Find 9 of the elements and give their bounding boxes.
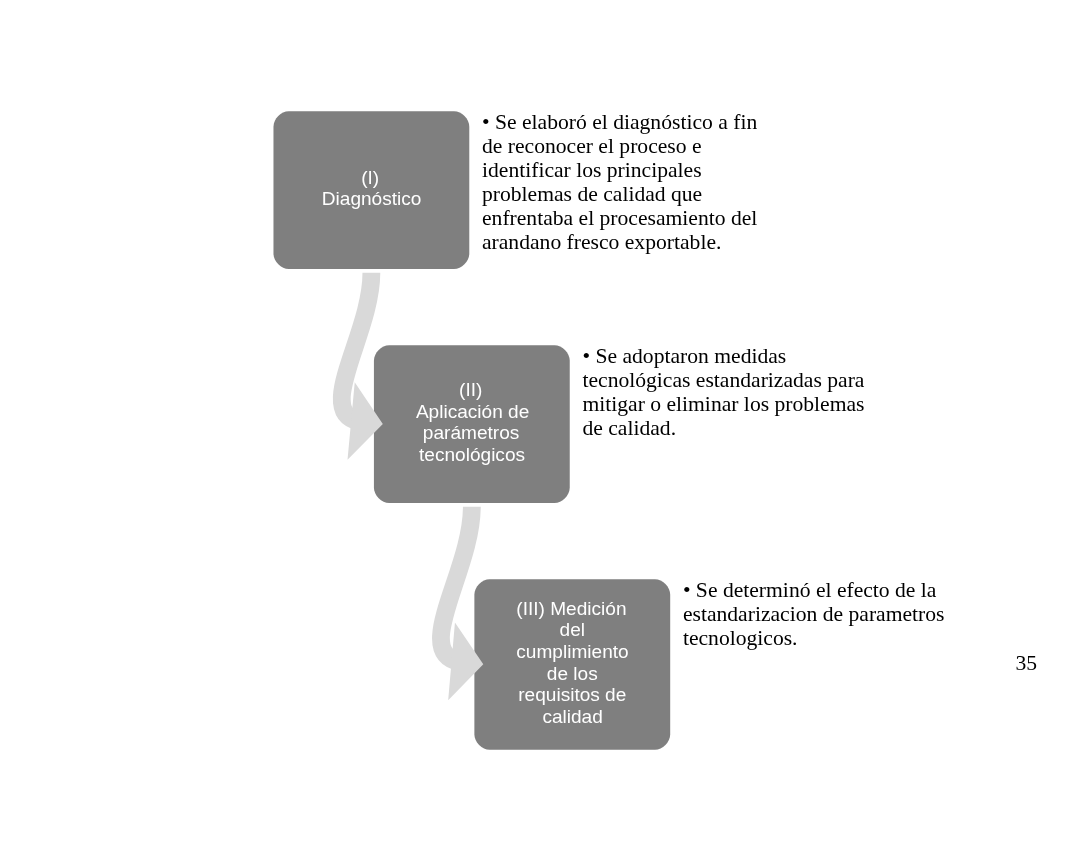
node-label: • Se elaboró el diagnóstico a fin de reconocer el proceso e identificar los principales problemas de calidad que enfrentaba el procesamiento del arandano fresco exportable. xyxy=(482,109,758,255)
node-box: (II) Aplicación de parámetros tecnológicos xyxy=(373,345,570,503)
node-label: • Se determinó el efecto de la estandarizacion de parametros tecnologicos. xyxy=(682,577,945,650)
node-box: (I) Diagnóstico xyxy=(273,111,470,269)
label: 35 xyxy=(1015,650,1038,675)
node-label: • Se adoptaron medidas tecnológicas estandarizadas para mitigar o eliminar los problemas de calidad. xyxy=(582,343,865,441)
arrow xyxy=(432,506,484,701)
node-box: (III) Medición del cumplimiento de los requisitos de calidad xyxy=(474,579,671,750)
arrow xyxy=(333,272,383,460)
